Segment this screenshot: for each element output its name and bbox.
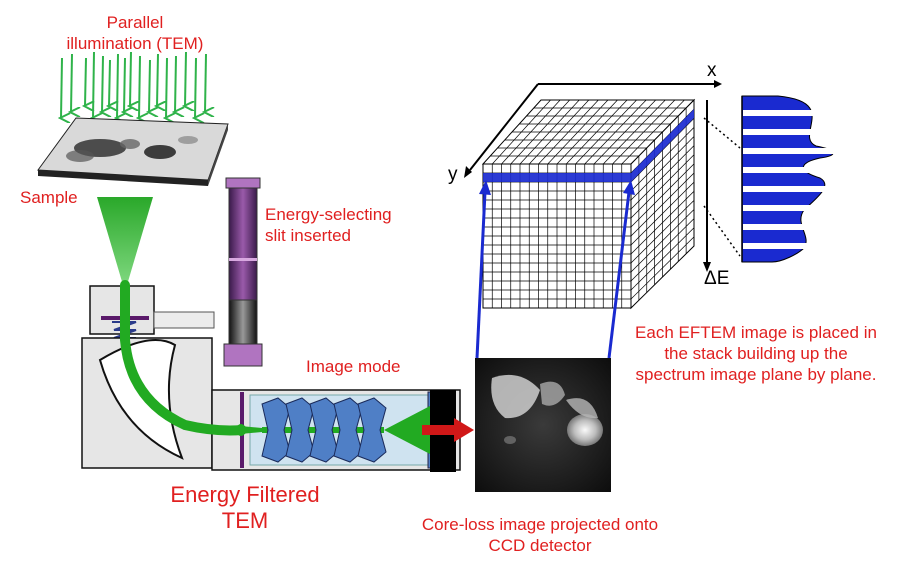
grid-line [630,163,695,228]
parallel-illumination-label: Parallel illumination (TEM) [66,13,204,53]
illumination-arrow [139,55,140,118]
illumination-arrow [124,57,125,112]
grid-line [630,227,695,291]
illumination-arrow [149,59,150,112]
illumination-arrow [93,51,94,118]
grid-line [630,118,695,183]
core-loss-label: Core-loss image projected onto CCD detec… [421,515,659,555]
lens-stack [237,397,387,463]
sample-slab [37,117,229,186]
sample-label: Sample [20,188,78,207]
grid-line [630,181,695,246]
grid-line [630,172,695,237]
energy-axis-label: ΔE [704,268,730,289]
lens-element [357,397,387,463]
grid-line [630,209,695,273]
illumination-arrows [61,51,206,118]
illumination-arrow [117,53,118,118]
grid-line [630,191,695,255]
illumination-arrow [195,57,196,118]
projection-arrows [475,180,635,359]
grid-line [630,236,695,300]
illumination-arrow [175,55,176,112]
energy-slice-front [483,173,631,182]
illumination-arrow [102,55,103,112]
illumination-arrow [61,57,62,118]
spectrum-link-line [703,117,741,149]
illumination-arrow [71,53,72,112]
illumination-arrow [205,53,206,112]
illumination-arrow [166,57,167,118]
spectrum-slice-gap [743,110,853,116]
grid-line [630,127,695,192]
illumination-arrow [85,57,86,106]
illumination-arrow [157,53,158,106]
illumination-arrow [109,59,110,106]
spectrum-shape [741,95,834,263]
grid-line [630,154,695,219]
ccd-image [475,358,611,492]
grid-line [630,145,695,210]
illumination-arrow [130,51,131,106]
energy-slice-side [631,109,694,182]
cube-axes [464,80,722,272]
slit-column [223,177,263,367]
spectrum-slice-gap [743,243,853,249]
grid-line [630,200,695,264]
grid-line [630,136,695,201]
grid-line [630,218,695,282]
beam-cone [97,197,153,285]
spectrum-slice-gap [743,224,853,230]
slit-label: Energy-selecting slit inserted [265,205,392,245]
crossover-point [237,424,245,436]
image-mode-label: Image mode [306,357,401,376]
spectrum-slice-gap [743,129,853,135]
spectrum-link-line [703,205,741,257]
spectrum-image-cube [481,98,696,310]
ccd-arrow-head [454,418,474,442]
stack-note: Each EFTEM image is placed in the stack … [635,323,877,384]
y-axis-label: y [448,164,458,185]
spectrum-slice-gap [743,148,853,154]
spectrum-slice-gap [743,186,853,192]
spectrum-profile [703,95,853,263]
spectrum-slice-gap [743,205,853,211]
eftem-title: Energy Filtered TEM [170,482,320,533]
illumination-arrow [185,51,186,106]
spectrum-slice-gap [743,167,853,173]
x-axis-label: x [707,60,717,81]
